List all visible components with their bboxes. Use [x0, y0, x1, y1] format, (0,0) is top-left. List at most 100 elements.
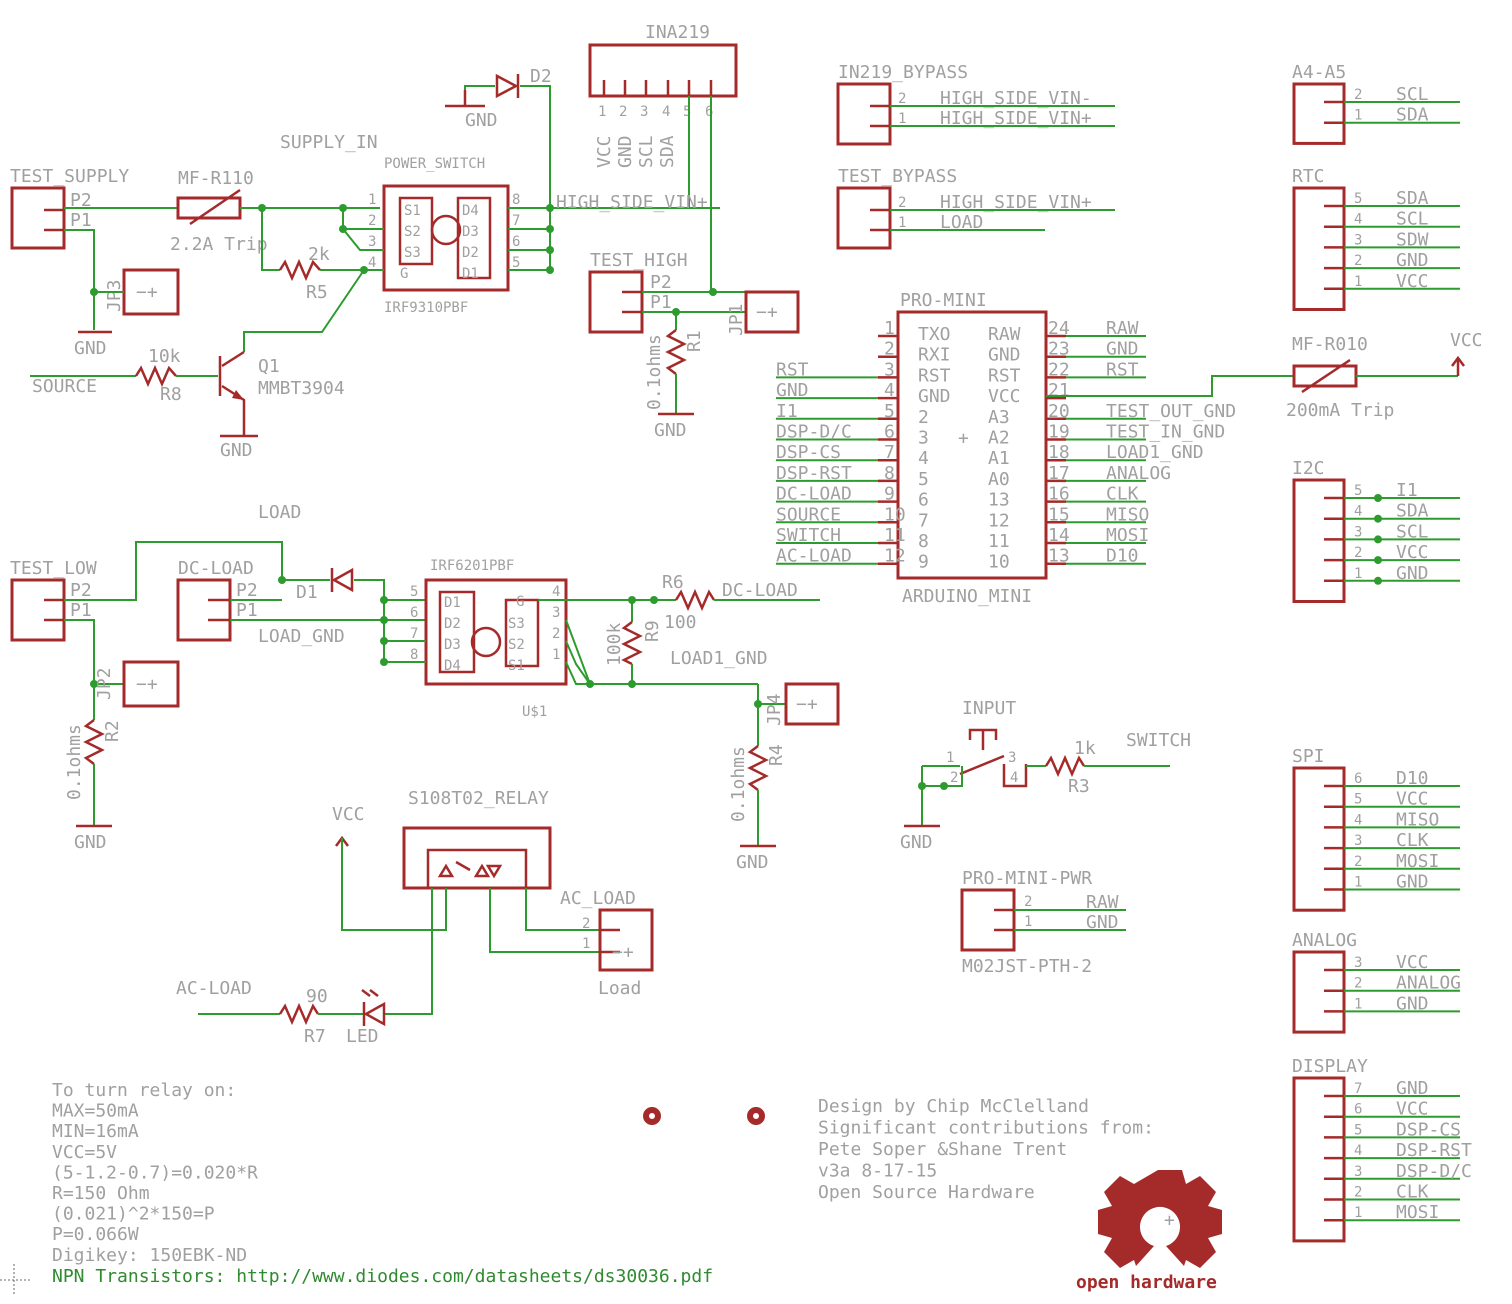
svg-text:2: 2: [582, 916, 590, 932]
header-net-label: SDA: [1396, 501, 1429, 522]
svg-text:1: 1: [368, 192, 376, 208]
arduino-net-label: GND: [1106, 339, 1139, 360]
svg-text:D1: D1: [462, 266, 479, 282]
arduino-pin-name: A1: [988, 448, 1010, 469]
svg-text:2k: 2k: [308, 244, 330, 265]
header-net-label: I1: [1396, 480, 1418, 501]
header-net-label: CLK: [1396, 1182, 1429, 1203]
arduino-pin-number: 12: [884, 546, 906, 567]
arduino-net-label: D10: [1106, 546, 1139, 567]
arduino-pin-name: 12: [988, 510, 1010, 531]
in219-bypass-connector: IN219_BYPASS 21 HIGH_SIDE_VIN- HIGH_SIDE…: [836, 62, 1115, 146]
header-pin-number: 4: [1354, 812, 1362, 828]
header-title: RTC: [1292, 166, 1325, 187]
svg-text:GND: GND: [900, 832, 933, 853]
arduino-net-label: DSP-D/C: [776, 422, 852, 443]
svg-text:100: 100: [664, 612, 697, 633]
svg-text:2: 2: [898, 195, 906, 211]
svg-text:D4: D4: [462, 203, 479, 219]
arduino-pin-name: A2: [988, 428, 1010, 449]
svg-text:−+: −+: [796, 694, 818, 715]
svg-text:GND: GND: [654, 420, 687, 441]
svg-text:GND: GND: [615, 135, 636, 168]
header-pin-number: 3: [1354, 524, 1362, 540]
header-pin-number: 2: [1354, 253, 1362, 269]
arduino-pin-name: 4: [918, 448, 929, 469]
svg-text:G: G: [516, 594, 524, 610]
dc-load-connector: DC-LOAD P2 P1 LOAD_GND: [176, 558, 426, 647]
header-net-label: GND: [1396, 1078, 1429, 1099]
polyfuse-mf-r110: MF-R110 2.2A Trip: [170, 168, 380, 271]
svg-text:3: 3: [1008, 750, 1016, 766]
header-title: I2C: [1292, 458, 1325, 479]
arduino-net-label: MOSI: [1106, 525, 1149, 546]
svg-text:R7: R7: [304, 1026, 326, 1047]
npn-link[interactable]: NPN Transistors: http://www.diodes.com/d…: [52, 1266, 713, 1287]
svg-text:MF-R010: MF-R010: [1292, 334, 1368, 355]
ina219-label: INA219: [645, 22, 710, 43]
svg-text:1: 1: [898, 215, 906, 231]
header-body: [1292, 186, 1346, 311]
svg-text:Q1: Q1: [258, 356, 280, 377]
header-pin-number: 2: [1354, 87, 1362, 103]
led-driver: AC-LOAD 90 R7 LED: [176, 978, 386, 1047]
header-body: [1292, 82, 1346, 145]
svg-text:R9: R9: [642, 620, 663, 642]
svg-text:SWITCH: SWITCH: [1126, 730, 1191, 751]
svg-text:7: 7: [410, 626, 418, 642]
svg-text:2: 2: [368, 213, 376, 229]
svg-text:S3: S3: [508, 616, 525, 632]
arduino-pin-number: 21: [1048, 380, 1070, 401]
svg-text:P1: P1: [236, 600, 258, 621]
header-net-label: SDW: [1396, 229, 1429, 250]
jumper-jp1: −+ JP1: [726, 290, 800, 336]
svg-text:1: 1: [552, 647, 560, 663]
svg-text:R2: R2: [102, 720, 123, 742]
header-body: [1292, 766, 1346, 912]
svg-text:4: 4: [368, 255, 376, 271]
arduino-pin-number: 8: [884, 463, 895, 484]
svg-text:S1: S1: [404, 203, 421, 219]
header-title: ANALOG: [1292, 930, 1357, 951]
svg-text:open hardware: open hardware: [1076, 1272, 1217, 1293]
svg-text:HIGH_SIDE_VIN+: HIGH_SIDE_VIN+: [940, 108, 1092, 129]
svg-text:HIGH_SIDE_VIN+: HIGH_SIDE_VIN+: [940, 192, 1092, 213]
load-net-label: LOAD: [258, 502, 301, 523]
svg-text:IN219_BYPASS: IN219_BYPASS: [838, 62, 968, 83]
header-pin-number: 1: [1354, 274, 1362, 290]
svg-text:VCC: VCC: [594, 135, 615, 168]
svg-text:2: 2: [1024, 894, 1032, 910]
arduino-pin-name: GND: [988, 345, 1021, 366]
svg-text:D2: D2: [530, 66, 552, 87]
header-net-label: MOSI: [1396, 851, 1439, 872]
arduino-net-label: DSP-CS: [776, 442, 841, 463]
svg-text:LOAD1_GND: LOAD1_GND: [670, 648, 768, 669]
arduino-pin-number: 15: [1048, 504, 1070, 525]
svg-text:−+: −+: [612, 942, 634, 963]
jumper-jp2: −+ JP2: [94, 660, 180, 708]
arduino-net-label: AC-LOAD: [776, 546, 852, 567]
jumper-jp4: −+ JP4 R4 0.1ohms GND: [728, 682, 840, 873]
svg-text:P1: P1: [70, 600, 92, 621]
resistors-r6-r9: R6 100 DC-LOAD 100k R9 LOAD1_GND: [604, 572, 820, 684]
arduino-net-label: CLK: [1106, 484, 1139, 505]
svg-text:2: 2: [898, 91, 906, 107]
svg-text:D2: D2: [444, 616, 461, 632]
header-pin-number: 5: [1354, 483, 1362, 499]
svg-text:3: 3: [368, 234, 376, 250]
header-net-label: GND: [1396, 250, 1429, 271]
svg-text:RAW: RAW: [1086, 892, 1119, 913]
svg-text:0.1ohms: 0.1ohms: [728, 746, 749, 822]
arduino-net-label: RST: [776, 359, 809, 380]
arduino-pin-name: 2: [918, 407, 929, 428]
header-net-label: DSP-CS: [1396, 1119, 1461, 1140]
header-pin-number: 1: [1354, 566, 1362, 582]
svg-text:−+: −+: [136, 674, 158, 695]
supply-in-label: SUPPLY_IN: [280, 132, 378, 153]
note-line: To turn relay on:: [52, 1080, 236, 1101]
arduino-pin-number: 16: [1048, 484, 1070, 505]
header-pin-number: 4: [1354, 504, 1362, 520]
